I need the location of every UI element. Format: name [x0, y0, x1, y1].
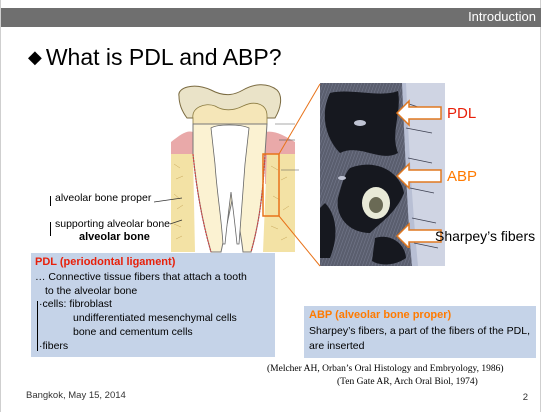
pdl-definition-box: PDL (periodontal ligament) … Connective … — [31, 253, 275, 357]
citation-2: (Ten Gate AR, Arch Oral Biol, 1974) — [337, 377, 478, 387]
pdl-box-title: PDL (periodontal ligament) — [35, 256, 175, 268]
diamond-bullet-icon: ◆ — [28, 47, 42, 67]
pdl-bracket — [37, 301, 38, 351]
alveolar-bone-label: alveolar bone — [79, 231, 150, 243]
section-label: Introduction — [468, 9, 536, 24]
tooth-diagram-image — [171, 84, 323, 254]
abp-arrow-icon — [397, 164, 441, 188]
footer-location-date: Bangkok, May 15, 2014 — [26, 390, 126, 401]
pdl-cells-line: ·cells: fibroblast — [39, 298, 112, 310]
pdl-def-line2: to the alveolar bone — [45, 285, 137, 297]
abp-definition-box: ABP (alveolar bone proper) Sharpey’s fib… — [304, 306, 536, 358]
abp-box-text: Sharpey’s fibers, a part of the fibers o… — [309, 324, 534, 354]
alveolar-bone-proper-label: alveolar bone proper — [55, 192, 151, 204]
pdl-fibers-label: fibers — [43, 340, 69, 352]
label-leader-lines — [154, 196, 184, 236]
pdl-def-line1: … Connective tissue fibers that attach a… — [35, 271, 247, 283]
slide-title: ◆What is PDL and ABP? — [28, 44, 282, 71]
pdl-fibers-line: ·fibers — [39, 340, 68, 352]
pdl-arrow-icon — [397, 101, 441, 125]
pdl-label: PDL — [447, 105, 476, 122]
citation-1: (Melcher AH, Orban’s Oral Histology and … — [267, 364, 504, 374]
alveolar-bone-bracket — [50, 222, 51, 236]
sharpeys-fibers-label: Sharpey’s fibers — [435, 228, 535, 244]
arrows — [395, 98, 447, 248]
slide-title-text: What is PDL and ABP? — [46, 44, 282, 70]
supporting-alveolar-bone-label: supporting alveolar bone — [55, 218, 170, 230]
abp-box-title: ABP (alveolar bone proper) — [309, 309, 451, 321]
pdl-cells-line2: undifferentiated mesenchymal cells — [73, 312, 237, 324]
abp-label: ABP — [447, 168, 477, 185]
pdl-cells-line3: bone and cementum cells — [73, 326, 193, 338]
pdl-cells-label: cells: fibroblast — [43, 298, 112, 310]
page-number: 2 — [523, 392, 528, 403]
abp-bracket — [50, 196, 51, 206]
section-bar: Introduction — [1, 8, 541, 27]
